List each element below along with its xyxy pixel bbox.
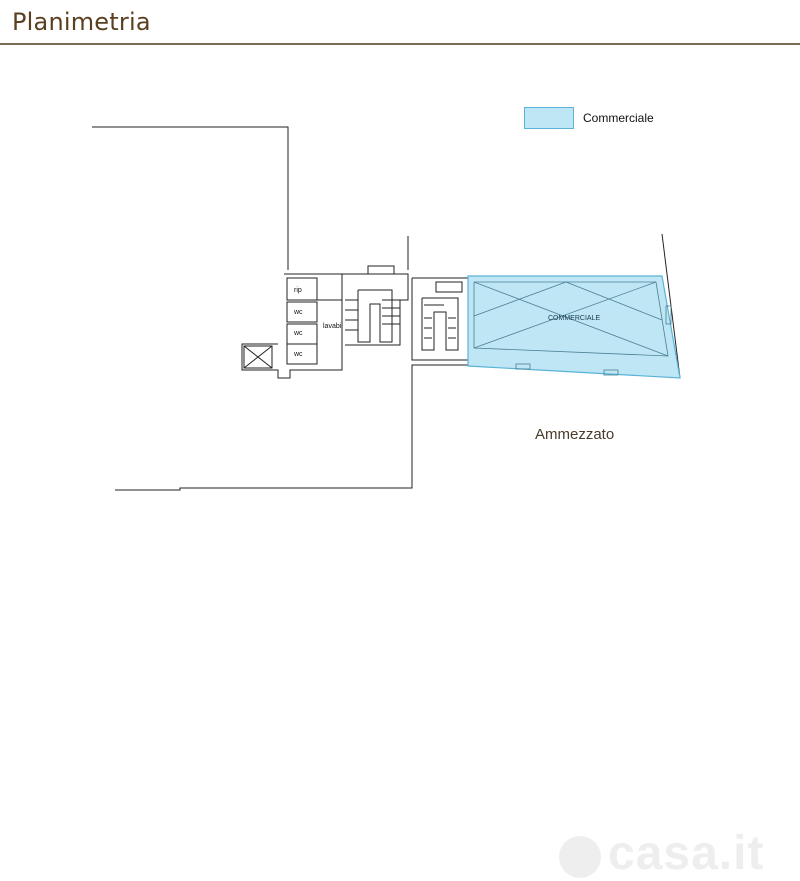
room-label-wc: wc <box>293 330 303 337</box>
floor-plan: COMMERCIALE rip wc wc lavabi wc <box>92 126 681 491</box>
room-label-lavabi: lavabi <box>323 323 342 330</box>
commercial-window <box>665 305 672 325</box>
commercial-window <box>603 369 619 376</box>
watermark-text: casa.it <box>608 827 765 880</box>
stair-block-2-outline <box>411 277 471 361</box>
stair-top-landing <box>367 265 395 275</box>
header: Planimetria <box>0 0 800 45</box>
commercial-diagonal <box>473 281 567 317</box>
elevator-cross-2 <box>243 345 273 369</box>
elevator-box <box>243 345 273 369</box>
stair-2-landing <box>435 281 463 293</box>
stair-block-outline <box>342 273 409 346</box>
floor-label: Ammezzato <box>535 426 615 443</box>
room-label-wc: wc <box>293 309 303 316</box>
page-title: Planimetria <box>12 8 151 36</box>
boundary-wall-left-bottom <box>115 364 470 491</box>
commercial-diagonal <box>565 281 663 321</box>
commercial-diagonal <box>473 281 657 349</box>
stair-inner-b <box>421 297 459 351</box>
room-wc-3 <box>286 343 318 365</box>
legend-swatch <box>524 107 574 129</box>
room-wc-1 <box>286 301 318 323</box>
room-label-rip: rip <box>294 287 302 294</box>
commercial-diagonal <box>473 281 669 357</box>
boundary-wall-top-left <box>92 126 289 270</box>
commercial-window <box>515 363 531 370</box>
house-icon <box>559 836 601 878</box>
room-rip <box>286 277 318 301</box>
commercial-area <box>467 275 681 379</box>
service-block-outline <box>241 273 343 379</box>
stair-inner-a <box>357 289 393 343</box>
room-label-wc: wc <box>293 351 303 358</box>
room-label-commerciale: COMMERCIALE <box>548 315 600 322</box>
legend-label: Commerciale <box>583 111 654 125</box>
header-divider <box>0 43 800 45</box>
